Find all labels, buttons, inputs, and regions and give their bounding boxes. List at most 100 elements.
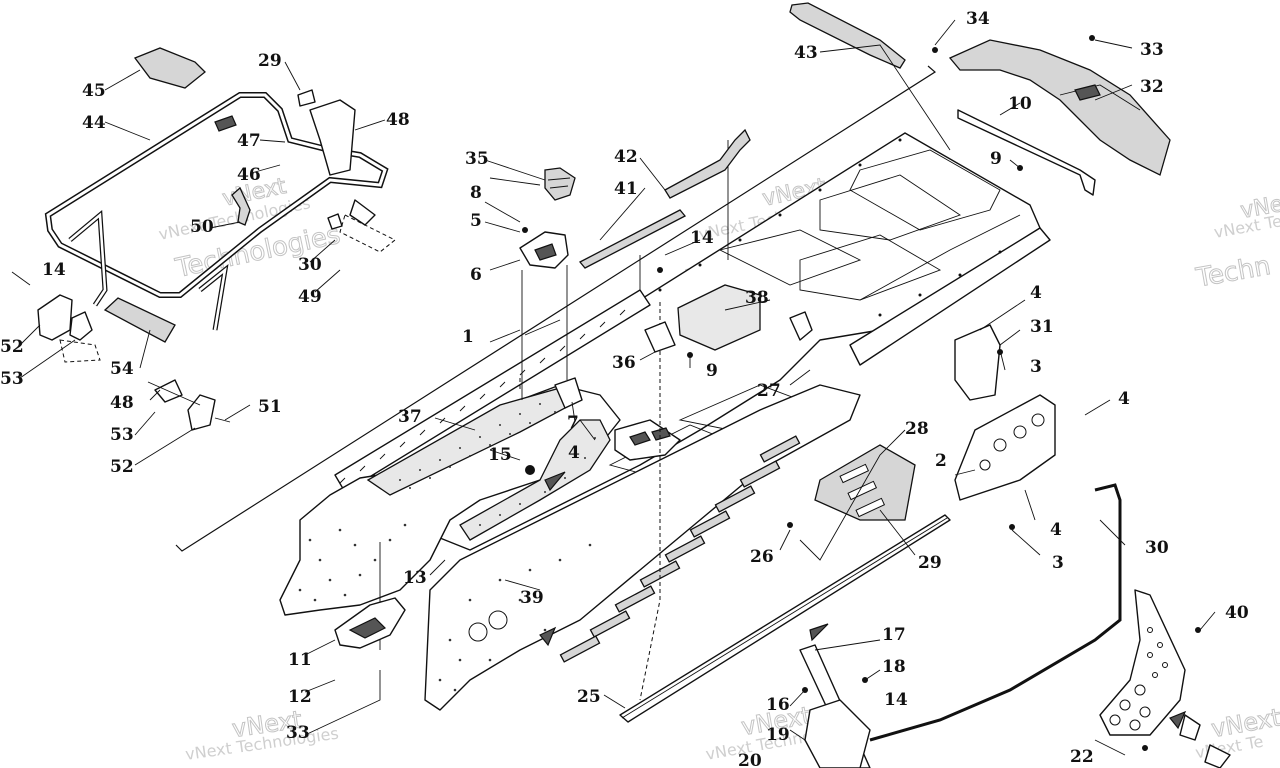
watermark-3-line3: Techn [1193, 251, 1273, 294]
callout-4-center: 4 [568, 443, 580, 463]
leader-lines [11, 19, 1216, 756]
callout-4-upper: 4 [1030, 283, 1042, 303]
panel-hole-2 [488, 610, 508, 630]
callout-29-lower: 29 [918, 553, 942, 573]
callout-13: 13 [403, 568, 427, 588]
panel-hole-1 [468, 622, 488, 642]
rack-mount-bracket [309, 99, 356, 176]
lower-panel-speckles [438, 543, 592, 692]
callout-36: 36 [612, 353, 636, 373]
mounting-plate [954, 324, 1001, 401]
small-parts [334, 35, 1201, 751]
callout-9-center: 9 [706, 361, 718, 381]
callout-14-left: 14 [42, 260, 66, 280]
callout-44: 44 [82, 113, 106, 133]
cover-bracket [554, 377, 583, 409]
callout-29-upper: 29 [258, 51, 282, 71]
rear-traction-mat [677, 284, 761, 351]
callout-1: 1 [462, 327, 474, 347]
callout-54: 54 [110, 359, 134, 379]
footrest-slots [559, 435, 801, 663]
watermark-4: vNext vNext Technologies [184, 705, 340, 764]
rear-bumper [948, 39, 1171, 176]
callout-40: 40 [1225, 603, 1249, 623]
callout-3-upper: 3 [1030, 357, 1042, 377]
callout-48-lower: 48 [110, 393, 134, 413]
left-front-speckles [298, 523, 407, 602]
rack-cap [133, 47, 206, 89]
side-plate-holes [1109, 627, 1168, 731]
left-mount-bracket [37, 294, 73, 341]
callout-25: 25 [577, 687, 601, 707]
inner-traction-strip [459, 419, 611, 541]
callout-48-upper: 48 [386, 110, 410, 130]
callout-18: 18 [882, 657, 906, 677]
callout-20: 20 [738, 751, 762, 768]
direction-arrow-4 [1169, 710, 1187, 730]
rack-assembly [37, 47, 396, 431]
footrest-plate [814, 444, 916, 521]
assembly-bracket-line [175, 65, 937, 552]
rack-clip [297, 89, 316, 107]
callout-33-upper: 33 [1140, 40, 1164, 60]
bumper-bracket [957, 109, 1096, 196]
callout-53-left: 53 [0, 369, 24, 389]
callout-46: 46 [237, 165, 261, 185]
callout-28: 28 [905, 419, 929, 439]
rack-spacer-block [103, 297, 176, 343]
traction-dots [399, 403, 596, 526]
direction-arrow-3 [809, 623, 829, 642]
rear-side-plate [1099, 589, 1186, 736]
callout-16: 16 [766, 695, 790, 715]
lower-mount-bracket [187, 394, 216, 431]
direction-arrow-2 [539, 626, 557, 647]
callout-34: 34 [966, 9, 990, 29]
callout-41-upper: 42 [614, 147, 638, 167]
callout-30-left: 30 [298, 255, 322, 275]
watermark-6: vNext vNext Te [1194, 703, 1280, 762]
callout-49: 49 [298, 287, 322, 307]
callout-14-center: 14 [690, 228, 714, 248]
callout-11: 11 [288, 650, 312, 670]
retainer-clip [644, 321, 676, 353]
reflector [544, 167, 576, 201]
rack-frame-inner [46, 93, 387, 297]
callout-4-right: 4 [1118, 389, 1130, 409]
callout-6: 6 [470, 265, 482, 285]
callout-35: 35 [465, 149, 489, 169]
callout-7: 7 [567, 413, 579, 433]
callout-5: 5 [470, 211, 482, 231]
callout-32: 32 [1140, 77, 1164, 97]
tunnel-left-rail [334, 289, 651, 493]
strut-bracket [804, 699, 871, 768]
callout-14-lower: 14 [884, 690, 908, 710]
callout-45: 45 [82, 81, 106, 101]
callout-47: 47 [237, 131, 261, 151]
access-cover [789, 311, 813, 341]
rack-strap [231, 186, 251, 226]
callout-31: 31 [1030, 317, 1054, 337]
callout-2: 2 [935, 451, 947, 471]
lower-rail-trim [578, 209, 687, 269]
watermark-3: vNext vNext Te Techn [1193, 188, 1280, 295]
callout-50: 50 [190, 217, 214, 237]
callout-4-lower: 4 [1050, 520, 1062, 540]
callout-15: 15 [488, 445, 512, 465]
callout-labels: 1 2 3 3 4 4 4 4 5 6 7 8 9 9 10 11 12 13 … [0, 9, 1249, 768]
callout-39: 39 [520, 588, 544, 608]
callout-26: 26 [750, 547, 774, 567]
callout-41: 41 [614, 179, 638, 199]
callout-52-lower: 52 [110, 457, 134, 477]
callout-12: 12 [288, 687, 312, 707]
callout-43: 43 [794, 43, 818, 63]
callout-52-left: 52 [0, 337, 24, 357]
rack-label [214, 115, 237, 132]
callout-33-lower: 33 [286, 723, 310, 743]
upper-rail-trim [664, 128, 751, 199]
direction-arrow-1 [544, 471, 566, 492]
callout-30-right: 30 [1145, 538, 1169, 558]
rack-clamp [349, 199, 376, 226]
callout-38: 38 [745, 288, 769, 308]
callout-22: 22 [1070, 747, 1094, 767]
